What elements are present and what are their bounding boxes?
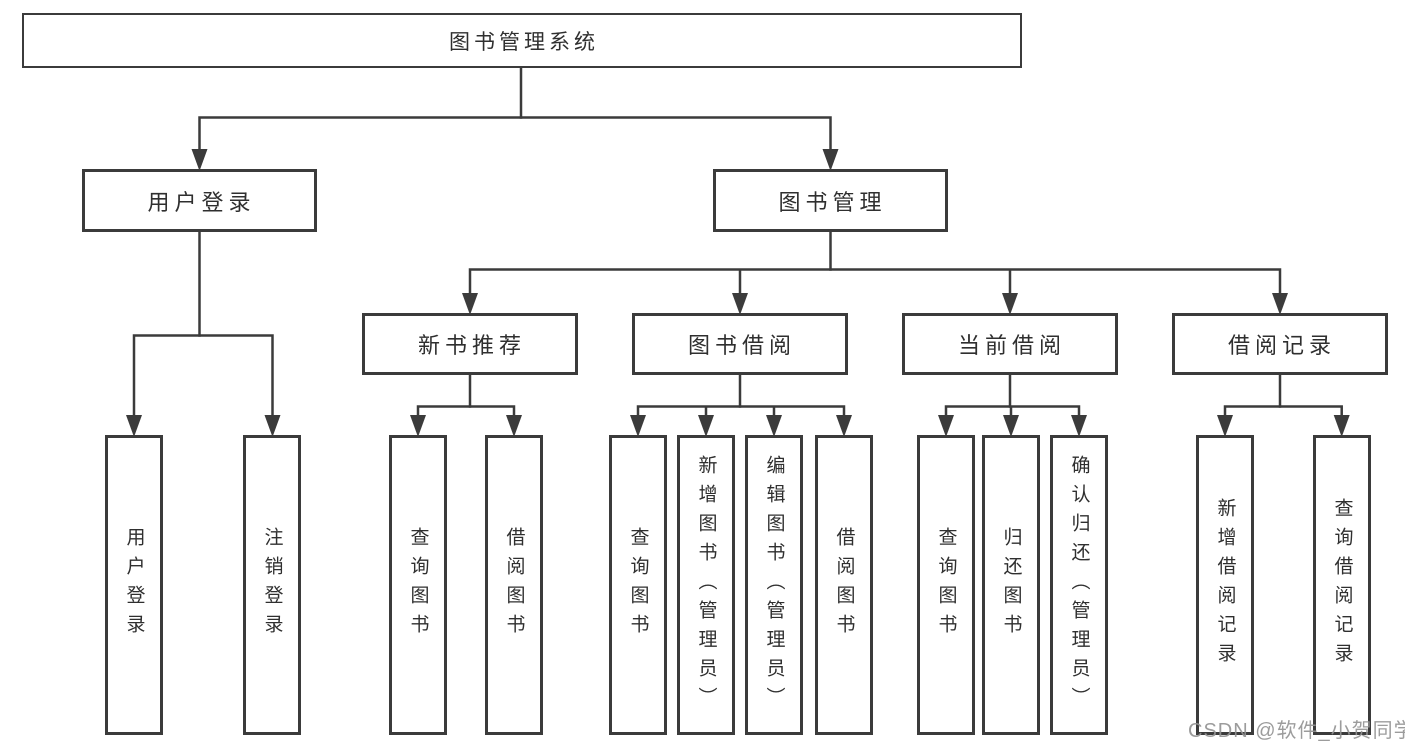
node-label: 编辑图书（管理员）: [763, 454, 785, 716]
node-label: 借阅图书: [833, 527, 855, 643]
leaf-add-books-admin: 新增图书（管理员）: [677, 435, 735, 735]
arrowhead: [630, 415, 646, 437]
node-label: 用户登录: [147, 189, 256, 215]
leaf-query-books-recommend: 查询图书: [389, 435, 447, 735]
node-label: 归还图书: [1000, 527, 1022, 643]
node-label: 图书管理系统: [449, 30, 599, 54]
connector-bookborrow-to-leaves: [636, 375, 846, 418]
leaf-borrow-books: 借阅图书: [815, 435, 873, 735]
node-label: 查询图书: [407, 527, 429, 643]
node-label: 图书借阅: [687, 333, 796, 358]
arrowhead: [191, 149, 208, 171]
arrowhead: [462, 293, 478, 315]
arrowhead: [732, 293, 748, 315]
arrowhead: [264, 415, 281, 437]
node-book-borrowing: 图书借阅: [632, 313, 848, 375]
arrowhead: [410, 415, 426, 437]
arrowhead: [1071, 415, 1087, 437]
node-label: 借阅记录: [1227, 333, 1336, 358]
node-label: 查询借阅记录: [1331, 498, 1353, 672]
node-book-management: 图书管理: [713, 169, 948, 232]
leaf-user-login: 用户登录: [105, 435, 163, 735]
node-label: 新增借阅记录: [1214, 498, 1236, 672]
leaf-return-books: 归还图书: [982, 435, 1040, 735]
node-label: 图书管理: [778, 189, 887, 215]
node-new-book-recommend: 新书推荐: [362, 313, 578, 375]
arrowhead: [126, 415, 142, 437]
node-root-system: 图书管理系统: [22, 13, 1022, 68]
arrowhead: [1002, 293, 1018, 315]
node-label: 查询图书: [935, 527, 957, 643]
connector-root-to-level2: [198, 68, 832, 152]
node-label: 当前借阅: [957, 333, 1066, 358]
node-label: 新书推荐: [417, 333, 526, 358]
leaf-query-borrow-record: 查询借阅记录: [1313, 435, 1371, 735]
node-label: 用户登录: [123, 527, 145, 643]
arrowhead: [1272, 293, 1288, 315]
node-label: 确认归还（管理员）: [1068, 454, 1090, 716]
leaf-query-books-current: 查询图书: [917, 435, 975, 735]
node-label: 查询图书: [627, 527, 649, 643]
arrowhead: [822, 149, 839, 171]
leaf-add-borrow-record: 新增借阅记录: [1196, 435, 1254, 735]
node-label: 新增图书（管理员）: [695, 454, 717, 716]
node-label: 注销登录: [261, 527, 283, 643]
arrowhead: [698, 415, 714, 437]
arrowhead: [1003, 415, 1019, 437]
arrowhead: [836, 415, 852, 437]
connector-currentborrow-to-leaves: [944, 375, 1081, 418]
leaf-edit-books-admin: 编辑图书（管理员）: [745, 435, 803, 735]
connector-userlogin-to-leaves: [132, 231, 274, 418]
node-label: 借阅图书: [503, 527, 525, 643]
arrowhead: [766, 415, 782, 437]
connector-bookmgmt-to-level3: [468, 231, 1282, 296]
arrowhead: [1333, 415, 1350, 437]
leaf-logout: 注销登录: [243, 435, 301, 735]
arrowhead: [1217, 415, 1233, 437]
arrowhead: [938, 415, 954, 437]
connector-borrowrecord-to-leaves: [1223, 375, 1343, 418]
connector-newbookrec-to-leaves: [416, 375, 516, 418]
node-borrowing-records: 借阅记录: [1172, 313, 1388, 375]
arrowhead: [506, 415, 522, 437]
leaf-confirm-return-admin: 确认归还（管理员）: [1050, 435, 1108, 735]
leaf-query-books-borrowing: 查询图书: [609, 435, 667, 735]
node-user-login: 用户登录: [82, 169, 317, 232]
csdn-watermark: CSDN @软件_小贺同学: [1188, 720, 1405, 742]
node-current-borrowing: 当前借阅: [902, 313, 1118, 375]
leaf-borrow-books-recommend: 借阅图书: [485, 435, 543, 735]
